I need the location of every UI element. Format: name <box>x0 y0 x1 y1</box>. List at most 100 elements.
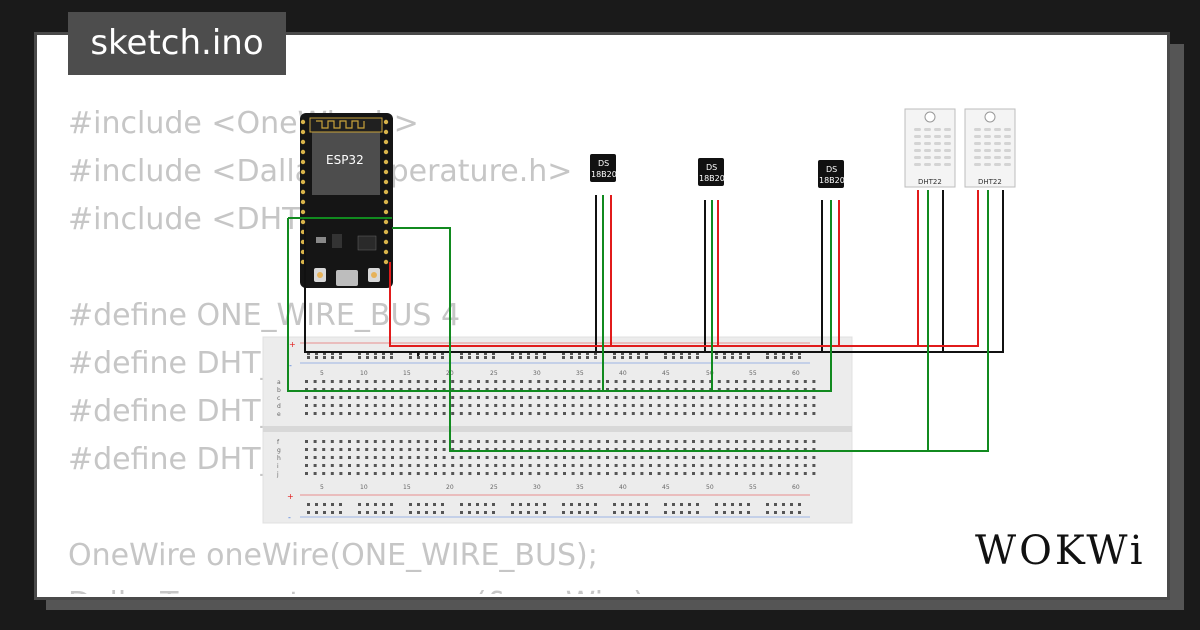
breadboard-hole <box>459 456 463 459</box>
breadboard-hole <box>674 388 678 391</box>
breadboard-hole <box>812 388 816 391</box>
dht22-grille-slot <box>914 156 921 159</box>
breadboard-hole <box>416 472 420 475</box>
breadboard-hole <box>747 511 750 514</box>
breadboard-hole <box>623 404 627 407</box>
breadboard-hole <box>563 396 566 399</box>
breadboard-hole <box>511 352 514 355</box>
breadboard-hole <box>330 440 334 443</box>
file-tab[interactable]: sketch.ino <box>68 12 286 75</box>
breadboard-hole <box>409 356 412 359</box>
breadboard[interactable]: + - + - 5 10 15 20 25 30 35 40 45 50 55 … <box>262 336 853 524</box>
breadboard-hole <box>735 464 738 467</box>
breadboard-hole <box>666 380 670 383</box>
breadboard-hole <box>425 356 428 359</box>
breadboard-hole <box>688 503 691 506</box>
breadboard-hole <box>315 352 318 355</box>
breadboard-hole <box>348 404 351 407</box>
breadboard-hole <box>331 511 334 514</box>
breadboard-hole <box>374 511 377 514</box>
breadboard-hole <box>468 388 472 391</box>
breadboard-hole <box>408 440 412 443</box>
breadboard-hole <box>528 440 532 443</box>
breadboard-hole <box>571 404 575 407</box>
breadboard-hole <box>726 396 730 399</box>
breadboard-hole <box>803 380 807 383</box>
breadboard-hole <box>812 472 816 475</box>
breadboard-hole <box>709 412 713 415</box>
breadboard-hole <box>484 511 487 514</box>
breadboard-hole <box>330 456 334 459</box>
ds18b20-label-line2: 18B20 <box>699 174 725 183</box>
signal-wire <box>287 200 832 392</box>
breadboard-hole <box>683 380 687 383</box>
breadboard-hole <box>631 396 635 399</box>
breadboard-hole <box>434 448 437 451</box>
breadboard-hole <box>743 412 747 415</box>
breadboard-hole <box>778 380 781 383</box>
breadboard-hole <box>468 503 471 506</box>
breadboard-hole <box>631 388 635 391</box>
breadboard-hole <box>373 380 377 383</box>
ds18b20-sensor[interactable]: DS 18B20 <box>698 158 725 186</box>
breadboard-hole <box>649 464 652 467</box>
breadboard-hole <box>798 356 801 359</box>
breadboard-hole <box>545 396 549 399</box>
breadboard-hole <box>623 380 627 383</box>
breadboard-hole <box>726 388 730 391</box>
breadboard-hole <box>657 448 661 451</box>
breadboard-hole <box>502 404 506 407</box>
breadboard-hole <box>322 448 326 451</box>
row-letter: b <box>277 387 281 394</box>
breadboard-hole <box>700 380 704 383</box>
breadboard-hole <box>528 456 532 459</box>
ds18b20-sensor[interactable]: DS 18B20 <box>818 160 845 188</box>
breadboard-hole <box>700 396 704 399</box>
breadboard-hole <box>657 380 661 383</box>
breadboard-hole <box>683 404 687 407</box>
breadboard-hole <box>588 440 592 443</box>
breadboard-hole <box>726 456 730 459</box>
breadboard-hole <box>578 356 581 359</box>
breadboard-hole <box>476 356 479 359</box>
breadboard-hole <box>735 396 738 399</box>
breadboard-hole <box>683 448 687 451</box>
breadboard-hole <box>778 464 781 467</box>
col-number: 60 <box>792 484 800 491</box>
breadboard-hole <box>416 396 420 399</box>
breadboard-hole <box>666 464 670 467</box>
breadboard-hole <box>562 352 565 355</box>
breadboard-hole <box>700 388 704 391</box>
col-number: 50 <box>706 484 714 491</box>
breadboard-hole <box>680 352 683 355</box>
breadboard-hole <box>356 440 360 443</box>
dht22-grille-slot <box>994 142 1001 145</box>
breadboard-hole <box>657 388 661 391</box>
breadboard-hole <box>782 356 785 359</box>
ds18b20-sensor[interactable]: DS 18B20 <box>590 154 617 182</box>
dht22-grille-slot <box>934 135 941 138</box>
breadboard-hole <box>425 404 429 407</box>
breadboard-hole <box>640 456 644 459</box>
breadboard-hole <box>769 388 773 391</box>
breadboard-hole <box>717 380 721 383</box>
breadboard-hole <box>580 404 584 407</box>
breadboard-hole <box>692 396 695 399</box>
dht22-sensor[interactable]: DHT22 <box>904 108 956 188</box>
breadboard-hole <box>606 396 609 399</box>
breadboard-hole <box>554 380 558 383</box>
breadboard-hole <box>692 472 695 475</box>
esp32-board[interactable]: ESP32 <box>300 113 393 288</box>
breadboard-hole <box>348 448 351 451</box>
dht22-sensor[interactable]: DHT22 <box>964 108 1016 188</box>
signal-wire <box>392 190 989 452</box>
dht22-grille-slot <box>914 149 921 152</box>
breadboard-hole <box>441 352 444 355</box>
breadboard-hole <box>769 440 773 443</box>
breadboard-hole <box>382 380 386 383</box>
breadboard-hole <box>399 448 403 451</box>
ds18b20-label-line2: 18B20 <box>591 170 617 179</box>
breadboard-hole <box>683 456 687 459</box>
breadboard-hole <box>382 388 386 391</box>
breadboard-hole <box>637 511 640 514</box>
